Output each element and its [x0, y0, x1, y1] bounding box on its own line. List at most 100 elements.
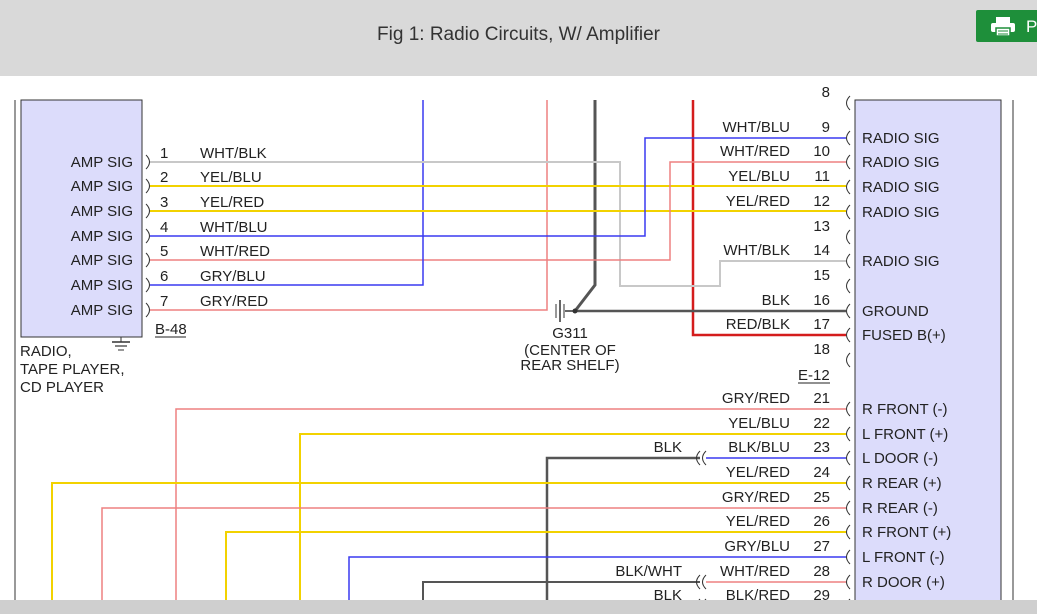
pin-label: RADIO SIG [862, 130, 940, 147]
wire-label: RED/BLK [726, 316, 790, 333]
pin-label: AMP SIG [71, 154, 133, 171]
connector-terminal [846, 352, 851, 368]
pin-label: AMP SIG [71, 228, 133, 245]
wire-label: BLK/WHT [615, 563, 682, 580]
print-button[interactable]: P [976, 10, 1037, 42]
connector-terminal [696, 574, 701, 590]
pin-label: AMP SIG [71, 252, 133, 269]
pin-number: 3 [160, 194, 168, 211]
connector-terminal [846, 500, 851, 516]
connector-terminal [696, 450, 701, 466]
wire-label: GRY/RED [722, 489, 790, 506]
wire-label: GRY/RED [722, 390, 790, 407]
wire-pin24 [51, 482, 846, 614]
connector-terminal [145, 178, 150, 194]
ground-desc-line1: (CENTER OF [524, 342, 616, 359]
wire-label: WHT/BLU [200, 219, 268, 236]
connector-terminal [145, 252, 150, 268]
pin-number: 16 [813, 292, 830, 309]
chassis-ground-icon [112, 337, 130, 351]
pin-number: 27 [813, 538, 830, 555]
wire-pin27 [348, 556, 846, 614]
wire-label: GRY/RED [200, 293, 268, 310]
pin-label: RADIO SIG [862, 154, 940, 171]
connector-terminal [846, 154, 851, 170]
connector-terminal [846, 303, 851, 319]
pin-label: AMP SIG [71, 203, 133, 220]
connector-terminal [145, 203, 150, 219]
pin-number: 11 [814, 168, 830, 185]
connector-terminal [846, 475, 851, 491]
connector-e12: E-12 [798, 367, 830, 384]
connector-terminal [145, 154, 150, 170]
wire-label: WHT/BLK [200, 145, 267, 162]
connector-terminal [145, 302, 150, 318]
wire-pin4 [423, 137, 846, 237]
component-name-line2: TAPE PLAYER, [20, 361, 124, 378]
wire-label: BLK [654, 587, 682, 604]
pin-number: 1 [160, 145, 168, 162]
connector-terminal [846, 179, 851, 195]
pin-label: RADIO SIG [862, 179, 940, 196]
connector-terminal [846, 401, 851, 417]
pin-label: RADIO SIG [862, 253, 940, 270]
wire-label: YEL/BLU [728, 168, 790, 185]
connector-terminal [846, 278, 851, 294]
pin-number: 15 [813, 267, 830, 284]
wire-label: YEL/BLU [200, 169, 262, 186]
wire-label: WHT/BLU [723, 119, 791, 136]
wire-label: YEL/RED [726, 193, 790, 210]
pin-label: L DOOR (-) [862, 450, 938, 467]
wire-pin26 [225, 531, 846, 614]
wire-pin25 [101, 507, 846, 614]
wire-label: YEL/RED [726, 464, 790, 481]
wire-pin23 [545, 456, 700, 614]
wire-pin22 [299, 433, 846, 614]
pin-number: 28 [813, 563, 830, 580]
pin-number: 8 [822, 84, 830, 101]
wire-vertical-dark [573, 100, 597, 312]
connector-terminal [702, 574, 707, 590]
wire-label: WHT/RED [720, 143, 790, 160]
connector-terminal [846, 426, 851, 442]
pin-label: R REAR (+) [862, 475, 942, 492]
wire-label: WHT/RED [720, 563, 790, 580]
connector-terminal [846, 574, 851, 590]
wire-fused-b [691, 100, 846, 337]
pin-number: 18 [813, 341, 830, 358]
pin-label: FUSED B(+) [862, 327, 946, 344]
wire-pin21 [175, 408, 846, 614]
pin-number: 5 [160, 243, 168, 260]
bottom-scroll-strip [0, 600, 1037, 614]
wire-label: GRY/BLU [724, 538, 790, 555]
pin-number: 25 [813, 489, 830, 506]
wire-label: BLK/RED [726, 587, 790, 604]
connector-terminal [846, 253, 851, 269]
pin-label: R DOOR (+) [862, 574, 945, 591]
connector-terminal [846, 229, 851, 245]
pin-label: L FRONT (+) [862, 426, 948, 443]
printer-icon [991, 17, 1015, 36]
pin-number: 9 [822, 119, 830, 136]
pin-number: 6 [160, 268, 168, 285]
wire-pin5 [150, 161, 846, 261]
pin-label: AMP SIG [71, 302, 133, 319]
wire-pin1 [150, 161, 846, 287]
figure-title: Fig 1: Radio Circuits, W/ Amplifier [377, 24, 660, 45]
wire-label: BLK [762, 292, 790, 309]
ground-desc-line2: REAR SHELF) [520, 357, 619, 374]
connector-terminal [846, 549, 851, 565]
wire-label: WHT/RED [200, 243, 270, 260]
wire-label: GRY/BLU [200, 268, 266, 285]
connector-terminal [145, 277, 150, 293]
wire-label: YEL/BLU [728, 415, 790, 432]
component-name-line3: CD PLAYER [20, 379, 104, 396]
pin-number: 10 [813, 143, 830, 160]
connector-terminal [846, 327, 851, 343]
pin-number: 7 [160, 293, 168, 310]
pin-number: 21 [813, 390, 830, 407]
wire-vertical-red [150, 100, 548, 311]
connector-terminal [846, 524, 851, 540]
pin-number: 14 [813, 242, 830, 259]
